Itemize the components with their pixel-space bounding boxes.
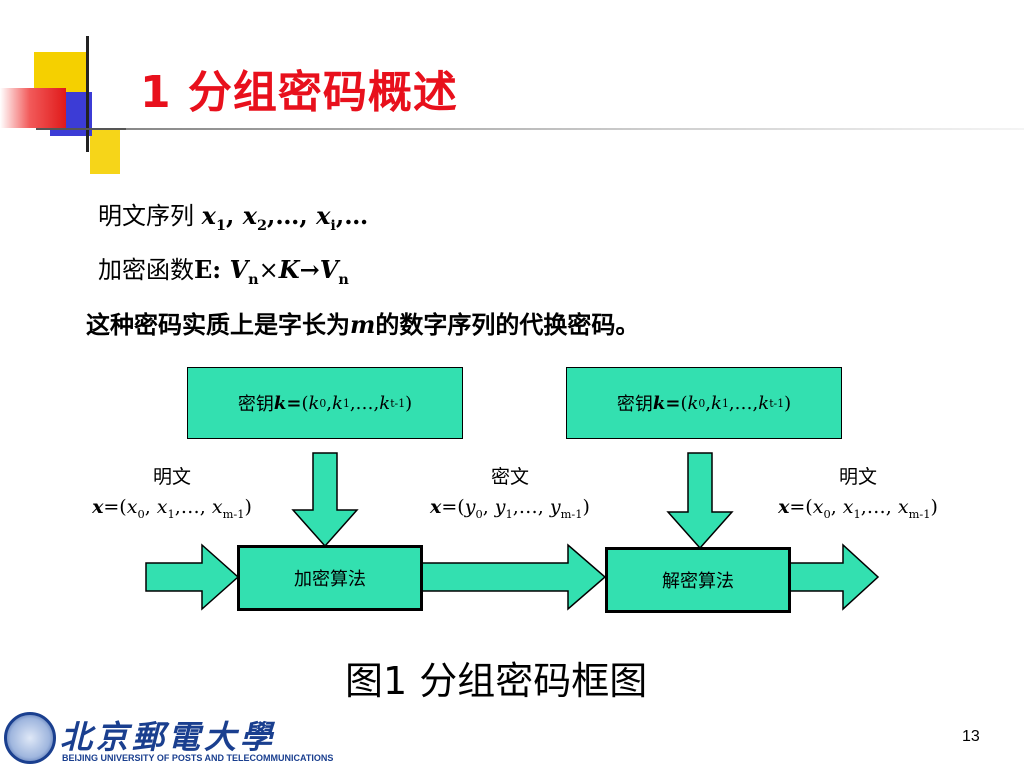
page-number: 13 — [962, 728, 980, 745]
ciphertext-arrow — [417, 543, 607, 611]
plaintext-sequence-line: 明文序列 x1, x2,…, xi,… — [98, 201, 369, 234]
plaintext-sequence-label: 明文序列 — [98, 202, 202, 230]
plaintext-input-title: 明文 — [152, 466, 191, 488]
university-seal-icon — [4, 712, 56, 764]
plaintext-output-arrow — [785, 543, 880, 611]
encryption-function-label: 加密函数 — [98, 256, 194, 284]
key-down-arrow-2 — [666, 452, 734, 550]
description-var: m — [350, 310, 376, 339]
decrypt-algorithm-label: 解密算法 — [662, 571, 734, 592]
university-name-cn: 北京郵電大學 — [60, 718, 277, 756]
slide-title: 1 分组密码概述 — [140, 67, 458, 118]
description-line: 这种密码实质上是字长为m的数字序列的代换密码。 — [86, 305, 639, 340]
decrypt-algorithm-box: 解密算法 — [605, 547, 791, 613]
figure-caption: 图1 分组密码框图 — [345, 659, 648, 703]
key-label: 密钥 — [616, 394, 653, 415]
decor-horizontal-line — [36, 128, 126, 130]
encrypt-algorithm-label: 加密算法 — [294, 569, 366, 590]
key-down-arrow-1 — [291, 452, 359, 548]
encryption-function-line: 加密函数E: Vn×K→Vn — [98, 255, 349, 288]
description-post: 的数字序列的代换密码。 — [375, 310, 640, 339]
university-name-en: BEIJING UNIVERSITY OF POSTS AND TELECOMM… — [62, 753, 334, 763]
key-label: 密钥 — [237, 394, 274, 415]
decor-yellow-square-small — [90, 128, 120, 174]
plaintext-output-title: 明文 — [838, 466, 877, 488]
description-pre: 这种密码实质上是字长为 — [86, 310, 350, 339]
ciphertext-title: 密文 — [490, 466, 529, 488]
plaintext-input-label: 明文 x=(x0, x1,…, xm-1) — [72, 462, 272, 529]
decor-vertical-line — [86, 36, 89, 152]
title-underline — [126, 128, 1024, 130]
plaintext-output-label: 明文 x=(x0, x1,…, xm-1) — [758, 462, 958, 529]
decor-red-bar — [0, 88, 66, 128]
encrypt-algorithm-box: 加密算法 — [237, 545, 423, 611]
ciphertext-label: 密文 x=(y0, y1,…, ym-1) — [410, 462, 610, 529]
plaintext-input-arrow — [145, 543, 240, 611]
